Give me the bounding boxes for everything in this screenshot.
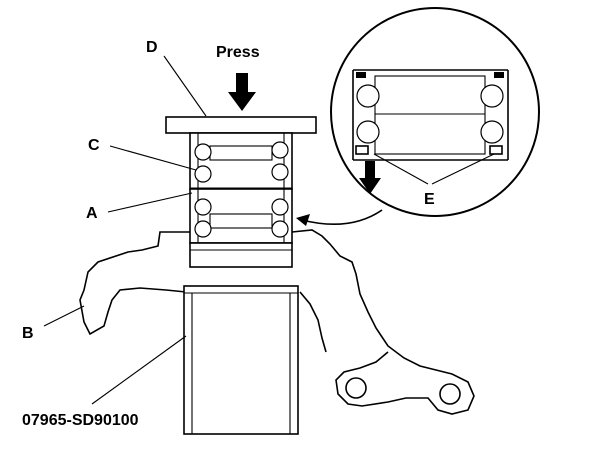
detail-ball-right-top	[480, 84, 504, 108]
knuckle-hole-left	[345, 377, 367, 399]
leader-a	[107, 192, 193, 213]
seal-e-left	[355, 145, 369, 155]
seal-e-right	[489, 145, 503, 155]
detail-press-arrow-icon	[359, 161, 381, 194]
knuckle-hole-right	[439, 383, 461, 405]
detail-circle	[330, 7, 540, 217]
detail-ball-right-bottom	[480, 120, 504, 144]
ball-upper-right-2	[271, 163, 289, 181]
leader-b	[43, 305, 85, 327]
label-press: Press	[216, 44, 260, 61]
bearing-assembly	[189, 132, 293, 244]
ball-upper-left-2	[194, 165, 212, 183]
tool-body	[183, 285, 299, 435]
hub-collar	[189, 242, 293, 268]
seal-top-right-icon	[494, 72, 504, 78]
support-tool	[183, 285, 299, 435]
knuckle-outline	[79, 229, 475, 415]
detail-ball-left-top	[356, 84, 380, 108]
label-e: E	[424, 191, 435, 208]
press-arrow-icon	[228, 73, 256, 111]
leader-e-left	[373, 153, 429, 185]
leader-tool	[91, 335, 187, 405]
detail-callout-curve	[301, 209, 383, 225]
leader-e-right	[431, 153, 495, 185]
label-b: B	[22, 325, 34, 342]
label-c: C	[88, 137, 100, 154]
label-tool-number: 07965-SD90100	[22, 412, 139, 429]
label-a: A	[86, 205, 98, 222]
inner-race-lower	[209, 213, 273, 229]
ball-lower-right-1	[271, 198, 289, 216]
label-d: D	[146, 39, 158, 56]
leader-c	[109, 145, 197, 171]
ball-lower-right-2	[271, 220, 289, 238]
detail-callout-arrowhead-icon	[296, 214, 310, 226]
ball-lower-left-2	[194, 220, 212, 238]
ball-upper-right-1	[271, 141, 289, 159]
leader-lines	[43, 55, 495, 405]
ball-upper-left-1	[194, 143, 212, 161]
leader-d	[163, 55, 207, 117]
detail-ball-left-bottom	[356, 120, 380, 144]
seal-top-left-icon	[356, 72, 366, 78]
press-plate-d	[165, 116, 317, 134]
ball-lower-left-1	[194, 198, 212, 216]
